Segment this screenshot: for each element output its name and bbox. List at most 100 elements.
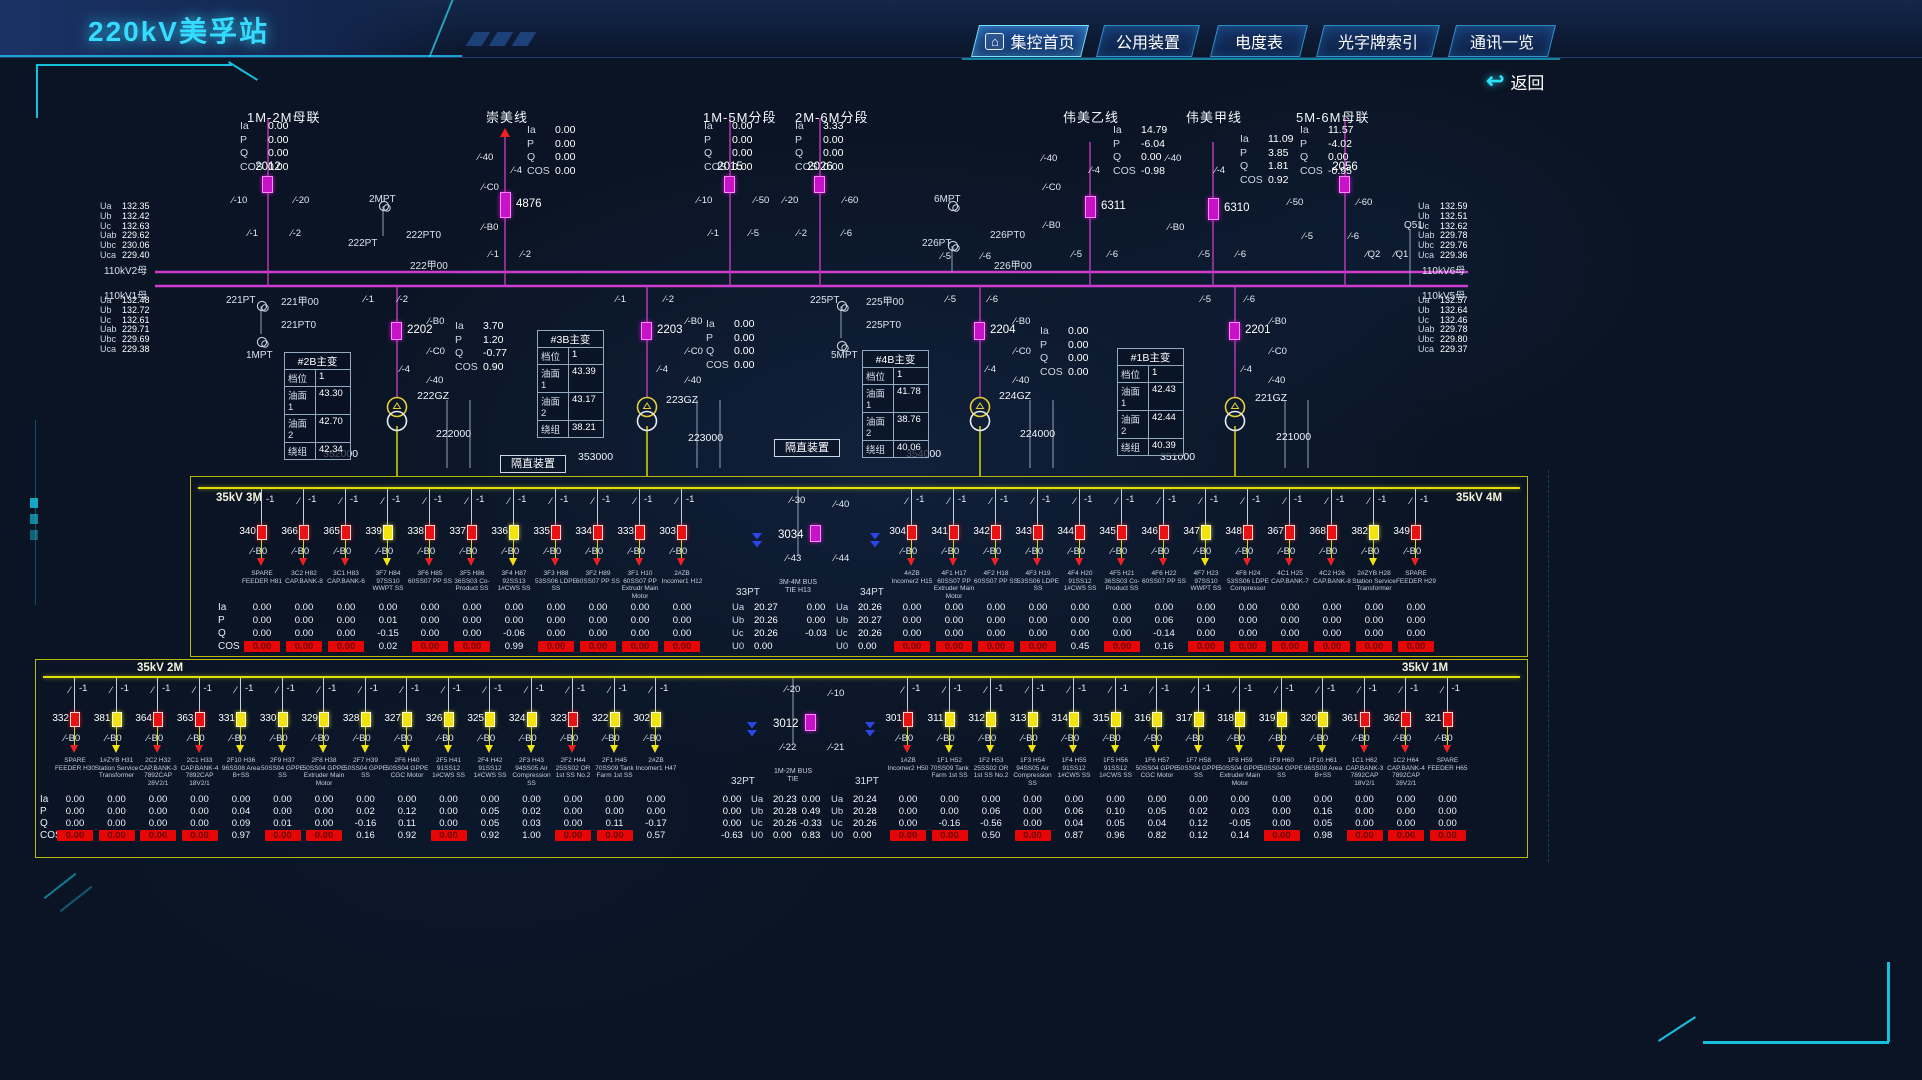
bay-breaker-329[interactable] <box>319 712 329 727</box>
bay-breaker-320[interactable] <box>1318 712 1328 727</box>
breaker-2056[interactable] <box>1339 176 1350 193</box>
bay-breaker-311[interactable] <box>944 712 955 727</box>
breaker-2026[interactable] <box>814 176 825 193</box>
bay-breaker-322[interactable] <box>609 712 620 727</box>
bay-breaker-318[interactable] <box>1235 712 1245 727</box>
bay-breaker-367[interactable] <box>1285 525 1295 540</box>
bay-breaker-339[interactable] <box>383 525 393 540</box>
breaker-3034[interactable] <box>810 525 821 542</box>
breaker-2201[interactable] <box>1229 322 1240 340</box>
bay-breaker-316[interactable] <box>1152 712 1162 727</box>
bay-breaker-347[interactable] <box>1201 525 1211 540</box>
bay-breaker-363[interactable] <box>194 712 205 727</box>
bay-breaker-368[interactable] <box>1327 525 1337 540</box>
bay-breaker-362[interactable] <box>1401 712 1411 727</box>
breaker-2202[interactable] <box>391 322 402 340</box>
bay-breaker-328[interactable] <box>360 712 371 727</box>
bay-breaker-346[interactable] <box>1159 525 1169 540</box>
bay-breaker-315[interactable] <box>1110 712 1121 727</box>
bay-breaker-335[interactable] <box>551 525 561 540</box>
bay-breaker-338[interactable] <box>425 525 435 540</box>
breaker-2204[interactable] <box>974 322 985 340</box>
bay-breaker-321[interactable] <box>1442 712 1453 727</box>
bay-breaker-366[interactable] <box>299 525 309 540</box>
bay-breaker-382[interactable] <box>1369 525 1379 540</box>
breaker-3012[interactable] <box>805 714 816 731</box>
breaker-2203[interactable] <box>641 322 652 340</box>
bay-breaker-327[interactable] <box>402 712 412 727</box>
bay-breaker-312[interactable] <box>986 712 996 727</box>
bay-breaker-348[interactable] <box>1243 525 1253 540</box>
bay-breaker-361[interactable] <box>1359 712 1370 727</box>
breaker-2015[interactable] <box>724 176 735 193</box>
nav-button-3[interactable]: 光字牌索引 <box>1316 25 1440 57</box>
bay-breaker-343[interactable] <box>1033 525 1043 540</box>
bay-breaker-332[interactable] <box>70 712 80 727</box>
breaker-2012[interactable] <box>262 176 273 193</box>
bay-breaker-303[interactable] <box>677 525 687 540</box>
bay-breaker-302[interactable] <box>651 712 661 727</box>
bay-breaker-304[interactable] <box>907 525 917 540</box>
bay-breaker-365[interactable] <box>341 525 351 540</box>
bay-breaker-381[interactable] <box>111 712 122 727</box>
bay-breaker-337[interactable] <box>467 525 477 540</box>
breaker-6311[interactable] <box>1085 196 1096 218</box>
bay-breaker-314[interactable] <box>1069 712 1079 727</box>
nav-button-1[interactable]: 公用装置 <box>1096 25 1200 57</box>
bay-breaker-341[interactable] <box>949 525 959 540</box>
nav-button-2[interactable]: 电度表 <box>1210 25 1308 57</box>
back-button[interactable]: ↩ 返回 <box>1486 68 1544 94</box>
bay-breaker-336[interactable] <box>509 525 519 540</box>
bay-breaker-344[interactable] <box>1075 525 1085 540</box>
bay-breaker-301[interactable] <box>903 712 913 727</box>
bay-breaker-345[interactable] <box>1117 525 1127 540</box>
bay-breaker-323[interactable] <box>568 712 578 727</box>
nav-button-0[interactable]: ⌂集控首页 <box>971 25 1089 57</box>
bay-breaker-364[interactable] <box>153 712 163 727</box>
bay-breaker-342[interactable] <box>991 525 1001 540</box>
bay-breaker-317[interactable] <box>1193 712 1204 727</box>
